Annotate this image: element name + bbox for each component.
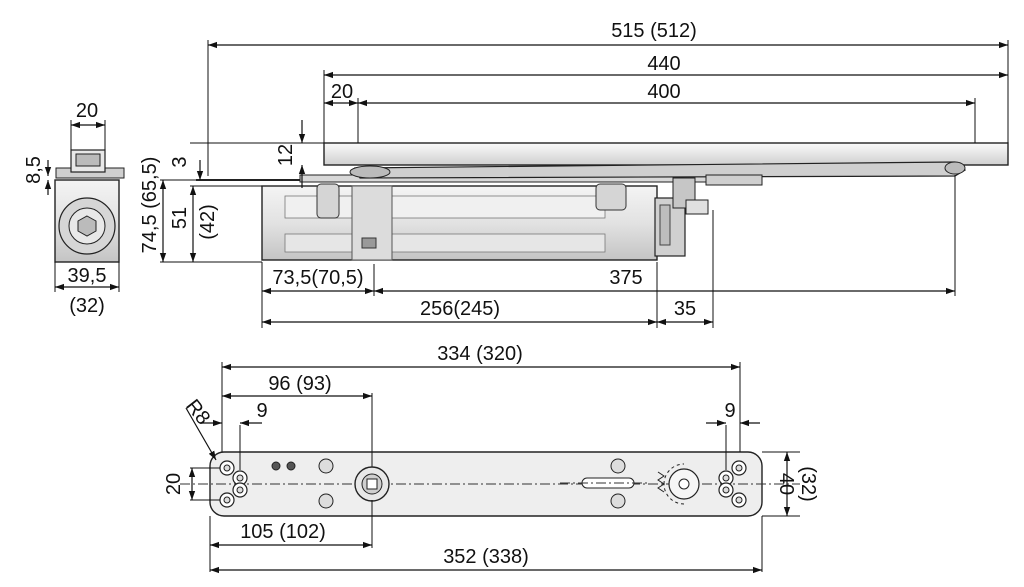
dim-side-width: 39,5 xyxy=(68,265,107,287)
dim-plate-thickness: 3 xyxy=(169,156,191,167)
dim-side-top-height: 8,5 xyxy=(23,156,45,184)
dim-plate-width: 40 xyxy=(775,473,797,495)
end-view xyxy=(54,149,125,263)
dim-hole-spacing-left: 9 xyxy=(256,400,267,422)
dim-arm-total: 515 (512) xyxy=(611,20,697,42)
dim-body-length: 256(245) xyxy=(420,298,500,320)
dim-body-height-alt: (42) xyxy=(197,204,219,240)
dim-arm-rail: 440 xyxy=(647,53,680,75)
dim-hole-spacing-right: 9 xyxy=(724,400,735,422)
dim-pivot-from-edge: 105 (102) xyxy=(240,521,326,543)
dim-plate-length-inner: 334 (320) xyxy=(437,343,523,365)
dim-side-width-alt: (32) xyxy=(69,295,105,317)
dim-body-offset: 73,5(70,5) xyxy=(272,267,363,289)
dim-arm-reach: 375 xyxy=(609,267,642,289)
dim-rail-offset: 20 xyxy=(331,81,353,103)
side-elevation-view xyxy=(196,142,1009,261)
arm-rail xyxy=(323,142,1009,166)
dim-plate-pivot-offset: 96 (93) xyxy=(268,373,331,395)
dim-body-height-total: 74,5 (65,5) xyxy=(139,157,161,254)
dim-plate-width-alt: (32) xyxy=(797,466,819,502)
dim-body-height: 51 xyxy=(169,207,191,229)
dim-plate-length-total: 352 (338) xyxy=(443,546,529,568)
dim-corner-radius: R8 xyxy=(181,395,214,429)
dim-hole-pitch-vertical: 20 xyxy=(163,473,185,495)
dim-side-width-top: 20 xyxy=(76,100,98,122)
dim-rail-slot: 400 xyxy=(647,81,680,103)
mounting-plate-plan-view xyxy=(180,440,800,528)
dim-rail-height: 12 xyxy=(275,144,297,166)
dim-body-tail: 35 xyxy=(674,298,696,320)
